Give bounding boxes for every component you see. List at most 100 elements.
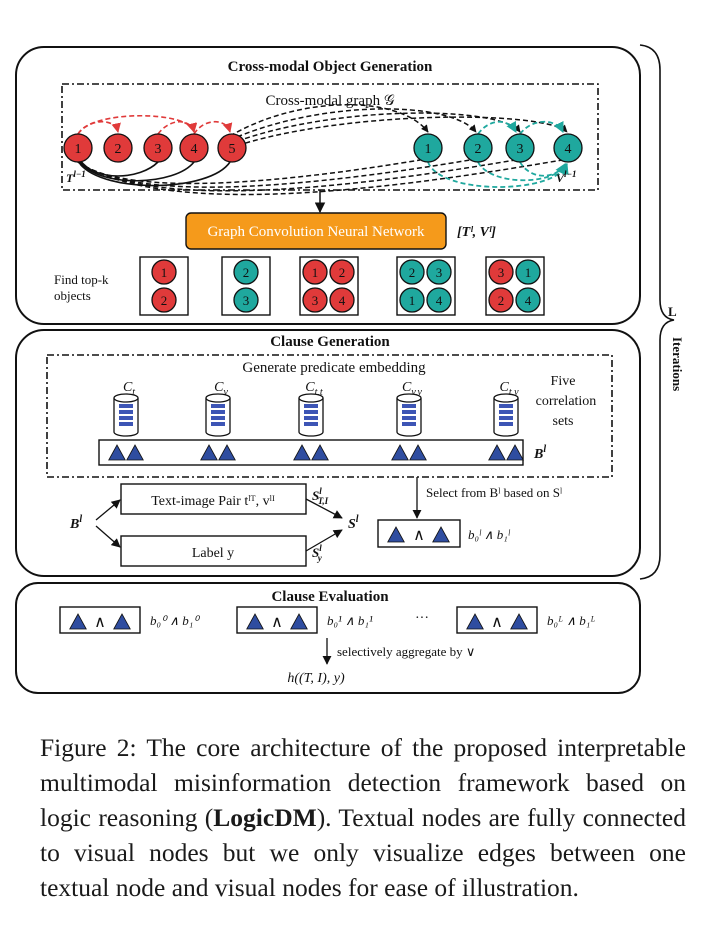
predicate-label: Generate predicate embedding — [242, 360, 426, 376]
db-row — [211, 404, 225, 408]
db-row — [211, 416, 225, 420]
cross-edge — [77, 159, 516, 192]
visual-node-circle — [505, 133, 535, 163]
clause-triangles: ∧ — [387, 526, 450, 544]
iterations-word: Iterations — [670, 337, 685, 391]
topk-visual-node: 2 — [399, 259, 425, 285]
topk-box — [299, 256, 359, 316]
db-row — [304, 416, 318, 420]
topk-text-node: 2 — [151, 287, 177, 313]
visual-edge — [519, 161, 566, 177]
text-edge — [193, 120, 233, 135]
visual-node: 3 — [505, 133, 535, 163]
clause-triangle — [466, 613, 484, 630]
eval-clauses: ∧b₀⁰ ∧ b₁⁰∧b₀¹ ∧ b₁¹∧b₀ᴸ ∧ b₁ᴸ — [59, 606, 595, 634]
text-node-edges — [77, 114, 233, 135]
cross-modal-title: Cross-modal Object Generation — [228, 59, 433, 75]
clause-triangle — [246, 613, 264, 630]
solid-edge — [79, 161, 195, 182]
db-row — [304, 422, 318, 426]
architecture-diagram: Cross-modal Object Generation Cross-moda… — [15, 44, 685, 694]
predicate-triangle — [293, 444, 311, 461]
set-label: Cv,v — [402, 380, 423, 398]
text-node-label: 4 — [191, 142, 198, 157]
b-label-left: Bl — [69, 514, 82, 532]
topk-text-node-label: 1 — [161, 265, 168, 280]
topk-visual-node: 1 — [399, 287, 425, 313]
and-symbol: ∧ — [413, 527, 425, 544]
topk-box — [139, 256, 189, 316]
visual-node-circle — [463, 133, 493, 163]
set-label: Ct,v — [499, 380, 519, 398]
topk-box — [396, 256, 456, 316]
cross-edge — [229, 112, 521, 145]
visual-node-label: 4 — [565, 142, 572, 157]
text-node: 4 — [179, 133, 209, 163]
db-row — [119, 410, 133, 414]
iterations-bracket: L Iterations — [639, 44, 685, 580]
visual-node: 4 — [553, 133, 583, 163]
eval-clause-label: b₀¹ ∧ b₁¹ — [327, 613, 373, 628]
db-icon-top — [396, 393, 422, 403]
topk-visual-node-circle — [399, 287, 425, 313]
topk-visual-node-circle — [399, 259, 425, 285]
visual-node-label: 3 — [517, 142, 524, 157]
topk-text-node-circle — [488, 259, 514, 285]
clause-triangle — [290, 613, 308, 630]
branch-arrow-down — [95, 525, 121, 548]
topk-visual-node-label: 3 — [243, 293, 250, 308]
visual-node-label: 2 — [475, 142, 482, 157]
db-row — [119, 422, 133, 426]
set-label: Ct — [123, 380, 135, 398]
cross-edge — [229, 108, 477, 141]
text-node-circle — [217, 133, 247, 163]
text-node-circle — [179, 133, 209, 163]
text-node: 3 — [143, 133, 173, 163]
visual-node: 2 — [463, 133, 493, 163]
correlation-set: Ct,v — [493, 380, 519, 437]
visual-edge — [519, 120, 564, 135]
topk-text-node: 2 — [329, 259, 355, 285]
topk-visual-node: 2 — [233, 259, 259, 285]
topk-text-node-label: 2 — [161, 293, 168, 308]
topk-text-node: 1 — [151, 259, 177, 285]
topk-visual-node-circle — [515, 259, 541, 285]
text-node: 2 — [103, 133, 133, 163]
clause-gen-title: Clause Generation — [270, 334, 390, 350]
v-label: Vl−1 — [556, 169, 576, 185]
text-node-label: 3 — [155, 142, 162, 157]
branch-arrow-up — [95, 499, 121, 521]
topk-visual-node-label: 1 — [525, 265, 532, 280]
text-edge — [77, 120, 121, 135]
cross-edge — [77, 159, 421, 185]
and-symbol: ∧ — [491, 614, 503, 631]
topk-text-node: 4 — [329, 287, 355, 313]
topk-group: 12 — [139, 256, 189, 316]
clause-gen-label: b₀ˡ ∧ b₁ˡ — [468, 527, 511, 542]
cross-modal-section: Cross-modal Object Generation Cross-moda… — [15, 46, 641, 325]
topk-label-line1: Find top-k — [54, 272, 109, 287]
topk-visual-node-circle — [233, 287, 259, 313]
topk-text-node-label: 1 — [312, 265, 319, 280]
topk-text-node-circle — [151, 259, 177, 285]
predicate-triangle — [108, 444, 126, 461]
cross-modal-graph-box — [61, 83, 599, 191]
caption-suffix: ). Textual nodes are fully connected to … — [40, 803, 686, 902]
topk-text-node-circle — [329, 259, 355, 285]
cross-modal-graph-label: Cross-modal graph 𝒢 — [266, 93, 395, 109]
topk-visual-node: 1 — [515, 259, 541, 285]
and-symbol: ∧ — [271, 614, 283, 631]
label-box-text: Label y — [192, 546, 234, 561]
pair-label: Text-image Pair tˡᵀ, vˡᴵ — [151, 494, 275, 509]
db-row — [119, 416, 133, 420]
topk-box — [485, 256, 545, 316]
label-to-s-arrow — [305, 529, 343, 552]
db-row — [499, 410, 513, 414]
cross-modal-panel — [15, 46, 641, 325]
predicate-triangle — [506, 444, 524, 461]
correlation-set: Ct,t — [298, 380, 324, 437]
